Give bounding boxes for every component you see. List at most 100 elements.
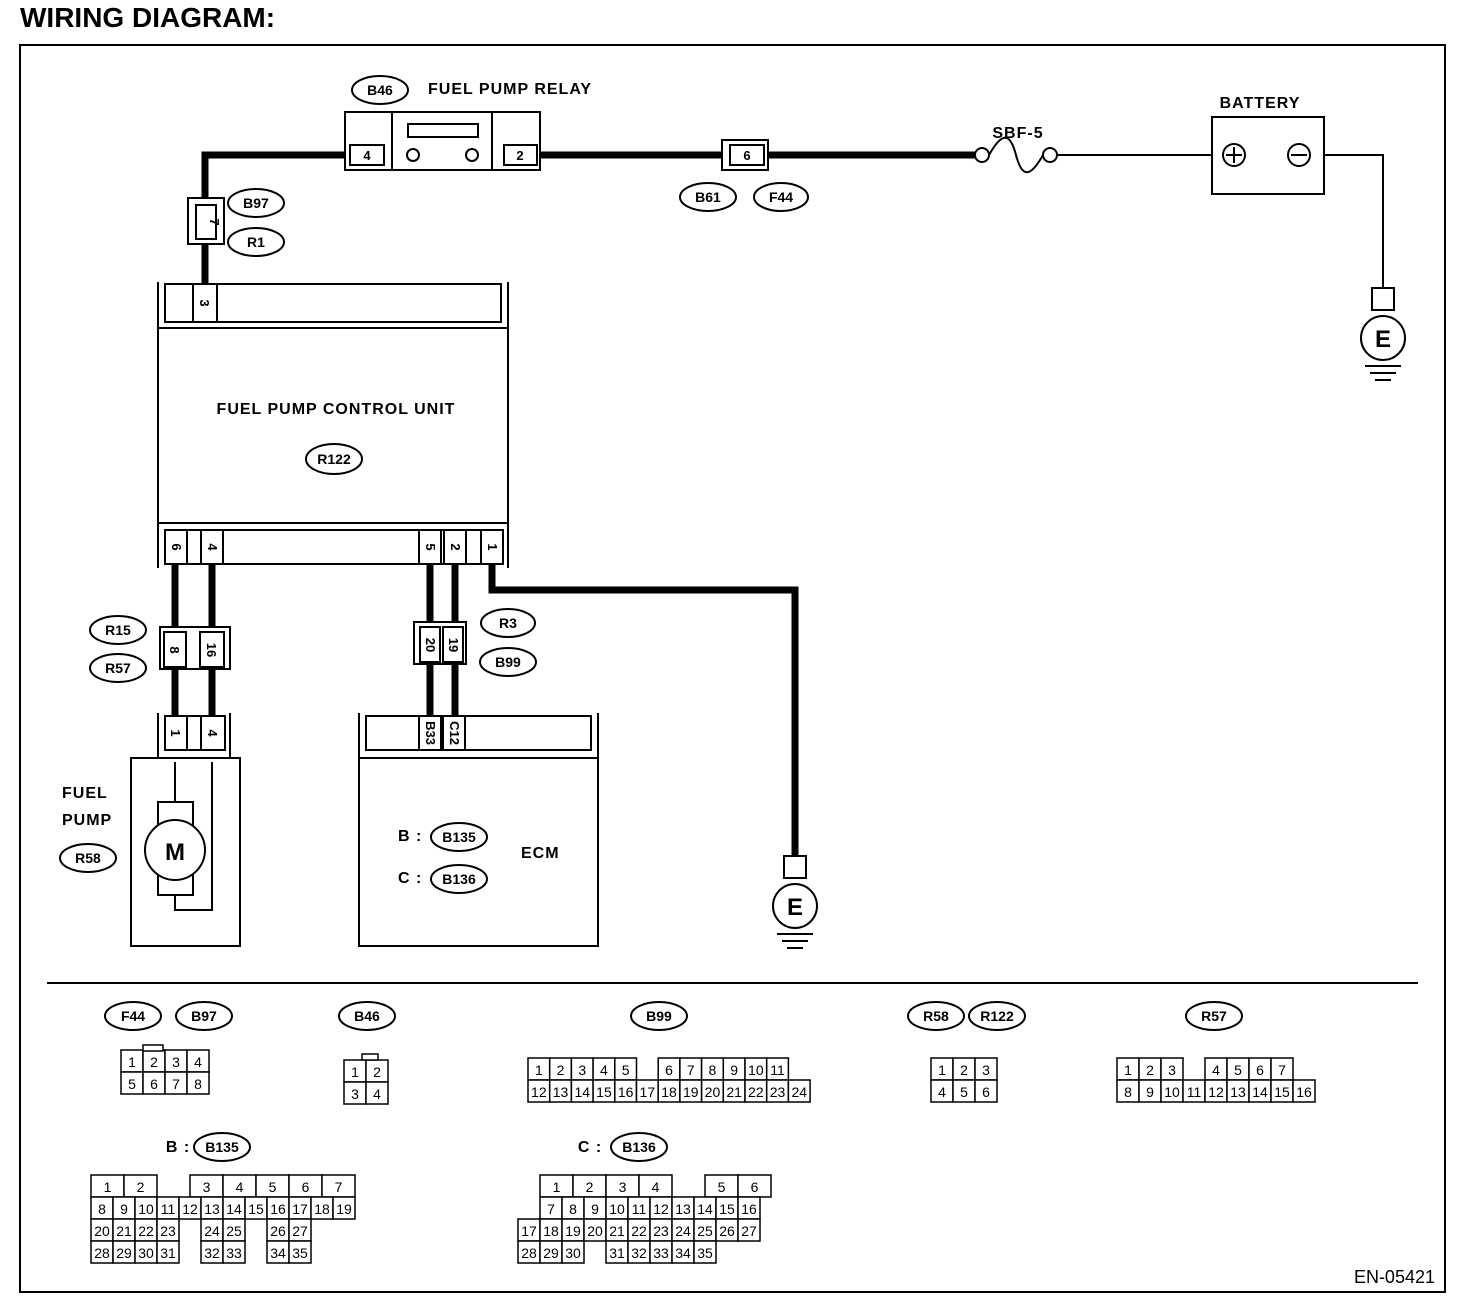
connector-cell-number: 2 [557, 1062, 565, 1078]
connector-cell-number: 28 [94, 1245, 110, 1261]
fpcu-pin-3: 3 [197, 299, 212, 306]
connector-cell-number: 16 [741, 1201, 757, 1217]
connector-cell-number: 35 [292, 1245, 308, 1261]
pump-pin-1: 1 [168, 729, 183, 736]
connector-cell [737, 1218, 761, 1242]
connector-cell-number: 16 [270, 1201, 286, 1217]
connector-cell-number: 14 [1252, 1084, 1268, 1100]
connector-cell-number: 13 [553, 1084, 569, 1100]
connector-cell-number: 14 [697, 1201, 713, 1217]
connector-cell-number: 6 [1256, 1062, 1264, 1078]
connector-cell-number: 6 [751, 1179, 759, 1195]
inline-connector-b61-f44: 6 B61 F44 [679, 139, 809, 212]
ecm-label: ECM [521, 845, 560, 862]
connector-cell-number: 22 [748, 1084, 764, 1100]
ground-icon: E [772, 855, 818, 949]
connector-label-r1: R1 [247, 234, 265, 250]
relay-pin-2: 2 [516, 148, 523, 163]
connector-cell-number: 15 [248, 1201, 264, 1217]
connector-cell-number: 30 [565, 1245, 581, 1261]
fpcu-pin-6: 6 [169, 543, 184, 550]
connector-cell-number: 1 [535, 1062, 543, 1078]
connector-cell [156, 1240, 180, 1264]
connector-cell-number: 33 [226, 1245, 242, 1261]
connector-view-label: B136 [622, 1139, 656, 1155]
connector-cell-number: 3 [203, 1179, 211, 1195]
connector-cell-number: 5 [1234, 1062, 1242, 1078]
connector-cell-number: 7 [335, 1179, 343, 1195]
pump-label-line2: PUMP [62, 812, 112, 829]
connector-view-label: B46 [354, 1008, 380, 1024]
connector-key-tab [361, 1053, 379, 1061]
connector-cell-number: 11 [1187, 1084, 1202, 1100]
connector-cell-number: 18 [314, 1201, 330, 1217]
ecm-b-prefix: B : [398, 828, 422, 845]
connector-cell-number: 8 [98, 1201, 106, 1217]
connector-cell-number: 20 [587, 1223, 603, 1239]
inline-pin-20: 20 [423, 638, 438, 652]
pump-pin-4: 4 [205, 729, 220, 737]
connector-cell-number: 1 [351, 1064, 359, 1080]
connector-label-f44: F44 [769, 189, 793, 205]
fpcu-pin-4: 4 [205, 543, 220, 551]
ground-label: E [1375, 326, 1391, 353]
connector-cell-number: 13 [1230, 1084, 1246, 1100]
ground-icon: E [1360, 287, 1406, 381]
connector-cell-number: 12 [531, 1084, 547, 1100]
connector-cell [365, 1081, 389, 1105]
connector-cell-number: 8 [1124, 1084, 1132, 1100]
connector-cell-number: 1 [553, 1179, 561, 1195]
connector-cell-number: 20 [94, 1223, 110, 1239]
ecm-pin-b33: B33 [423, 721, 438, 745]
connector-cell-number: 4 [236, 1179, 244, 1195]
fuel-pump-relay: 4 2 B46 FUEL PUMP RELAY [344, 75, 591, 171]
pump-label-line1: FUEL [62, 785, 108, 802]
connector-cell [222, 1240, 246, 1264]
connector-view-label: R58 [923, 1008, 949, 1024]
inline-connector-r15-r57: 8 16 R15 R57 [89, 615, 231, 683]
connector-cell-number: 19 [565, 1223, 581, 1239]
ground-label: E [787, 894, 803, 921]
connector-cell-number: 3 [578, 1062, 586, 1078]
connector-cell-number: 8 [194, 1076, 202, 1092]
connector-cell-number: 3 [172, 1054, 180, 1070]
connector-cell-number: 10 [1164, 1084, 1180, 1100]
connector-cell-number: 27 [292, 1223, 308, 1239]
connector-id-oval [1185, 1001, 1243, 1031]
connector-cell-number: 31 [609, 1245, 625, 1261]
connector-cell-number: 4 [194, 1054, 202, 1070]
fpcu-pin-1: 1 [485, 543, 500, 550]
diagram-frame [19, 44, 1446, 1293]
connector-cell-number: 32 [631, 1245, 647, 1261]
connector-cell-number: 22 [138, 1223, 154, 1239]
battery-label: BATTERY [1220, 95, 1301, 112]
connector-cell-number: 25 [226, 1223, 242, 1239]
connector-cell-number: 7 [172, 1076, 180, 1092]
battery: BATTERY [1211, 95, 1325, 195]
connector-cell-number: 5 [622, 1062, 630, 1078]
connector-label-r15: R15 [105, 622, 131, 638]
connector-label-r57: R57 [105, 660, 131, 676]
connector-cell-number: 4 [600, 1062, 608, 1078]
connector-cell-number: 25 [697, 1223, 713, 1239]
connector-cell-number: 19 [336, 1201, 352, 1217]
connector-cell-number: 12 [653, 1201, 669, 1217]
connector-cell-number: 17 [521, 1223, 537, 1239]
connector-cell-number: 29 [116, 1245, 132, 1261]
connector-view-prefix: B : [166, 1139, 190, 1156]
connector-cell-number: 12 [1208, 1084, 1224, 1100]
connector-cell-number: 5 [269, 1179, 277, 1195]
connector-view-label: B135 [205, 1139, 239, 1155]
connector-cell-number: 28 [521, 1245, 537, 1261]
connector-cell-number: 34 [270, 1245, 286, 1261]
fpcu-pin-5: 5 [423, 543, 438, 550]
connector-cell-number: 24 [204, 1223, 220, 1239]
ecm-pin-c12: C12 [447, 721, 462, 745]
connector-cell-number: 24 [791, 1084, 807, 1100]
connector-cell-number: 21 [609, 1223, 625, 1239]
inline-pin-16: 16 [204, 643, 219, 657]
inline-connector-r3-b99: 20 19 R3 B99 [413, 608, 537, 677]
